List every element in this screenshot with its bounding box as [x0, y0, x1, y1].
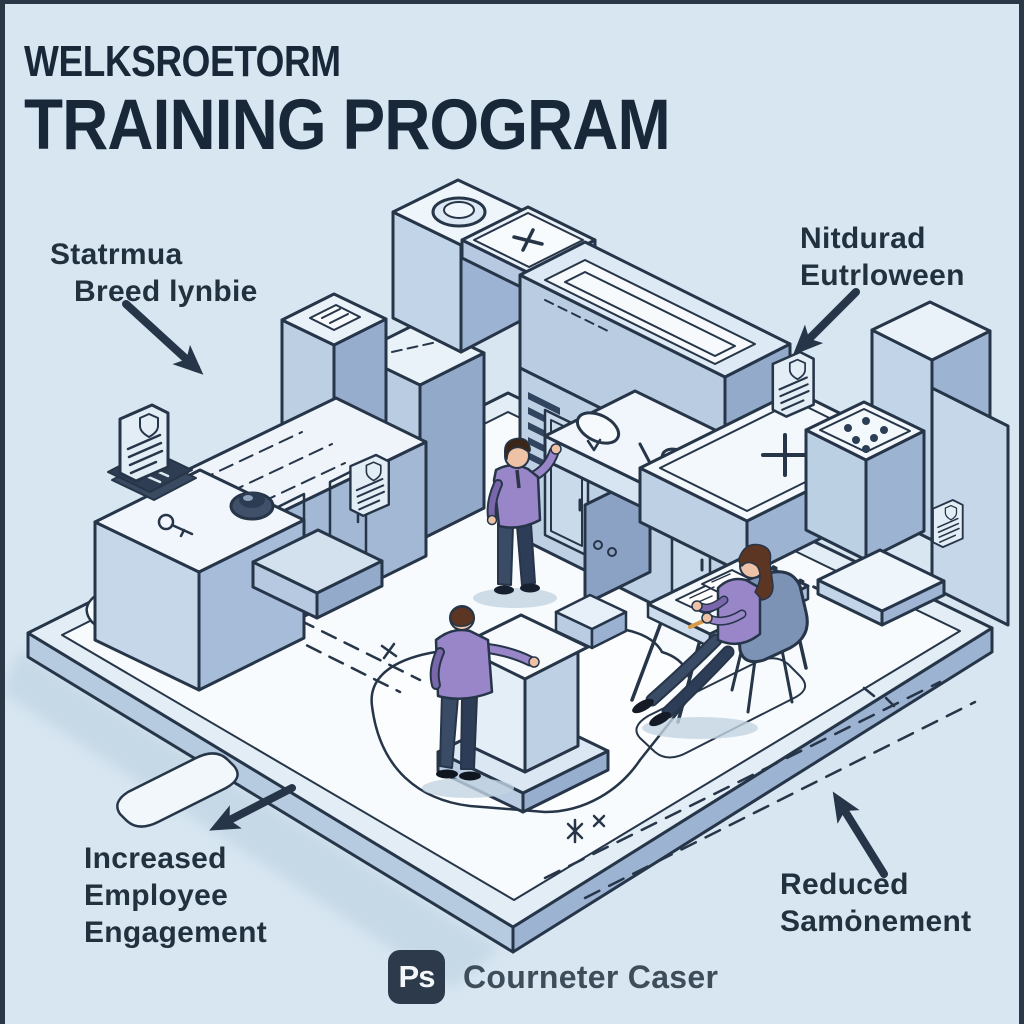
- callout-line: Employee: [84, 879, 229, 912]
- speech-bubble-icon: [575, 411, 621, 445]
- podium-speaker: [422, 605, 540, 798]
- ps-logo-icon: Ps: [388, 950, 445, 1004]
- title-kicker: WELKSROETORM: [24, 37, 341, 86]
- shoe: [649, 711, 671, 727]
- podium: [436, 613, 610, 814]
- callout-top-left: Statrmua Breed lynbie: [50, 236, 258, 310]
- presenter-figure: [473, 437, 562, 608]
- callout-line: Engagement: [84, 916, 268, 949]
- arrow-icon: [832, 791, 888, 878]
- arrow-icon: [792, 288, 860, 356]
- document-shield-icon: [349, 453, 390, 517]
- shoe: [632, 698, 654, 714]
- document-shield-icon: [771, 350, 815, 418]
- callout-top-right: Nitdurad Eutrloween: [800, 220, 965, 294]
- callout-line: Nitdurad: [800, 222, 926, 255]
- document-shield-icon: [118, 403, 170, 483]
- hair: [738, 543, 774, 601]
- callout-line: Increased: [84, 842, 227, 875]
- floor-box: [554, 593, 628, 650]
- callout-bottom-left: Increased Employee Engagement: [84, 840, 267, 951]
- key-icon: [157, 513, 194, 538]
- callout-line: Breed lynbie: [74, 275, 258, 308]
- title-block: WELKSROETORM TRAINING PROGRAM: [24, 40, 742, 162]
- seated-employee: [632, 543, 774, 739]
- callout-line: Reduced: [780, 868, 909, 901]
- shoe: [494, 585, 514, 595]
- shoe: [520, 583, 540, 593]
- drawer: [251, 528, 384, 620]
- callout-arrows: [122, 288, 888, 878]
- callout-line: Eutrloween: [800, 259, 965, 292]
- footer-brand: Ps Courneter Caser: [388, 950, 718, 1004]
- callout-line: Samȯnement: [780, 905, 972, 938]
- brand-text: Courneter Caser: [463, 958, 719, 995]
- plus-icon: [761, 433, 809, 477]
- hair: [503, 437, 531, 460]
- callout-bottom-right: Reduced Samȯnement: [780, 866, 971, 940]
- right-edge-panel: [930, 386, 1010, 627]
- arrow-icon: [209, 784, 296, 831]
- tie: [515, 469, 521, 489]
- arrow-icon: [122, 300, 204, 375]
- plus-icon: [512, 228, 544, 252]
- shoe: [436, 769, 458, 779]
- page-title: TRAINING PROGRAM: [24, 86, 671, 165]
- shoe: [459, 771, 481, 781]
- safe-box: [93, 449, 384, 692]
- hair: [449, 606, 475, 627]
- dial-knob-icon: [229, 491, 275, 521]
- dotted-tray-unit: [804, 400, 926, 562]
- document-shield-icon: [932, 499, 964, 549]
- low-slab: [816, 548, 946, 627]
- sparkle-icon: [380, 642, 896, 844]
- callout-line: Statrmua: [50, 238, 183, 271]
